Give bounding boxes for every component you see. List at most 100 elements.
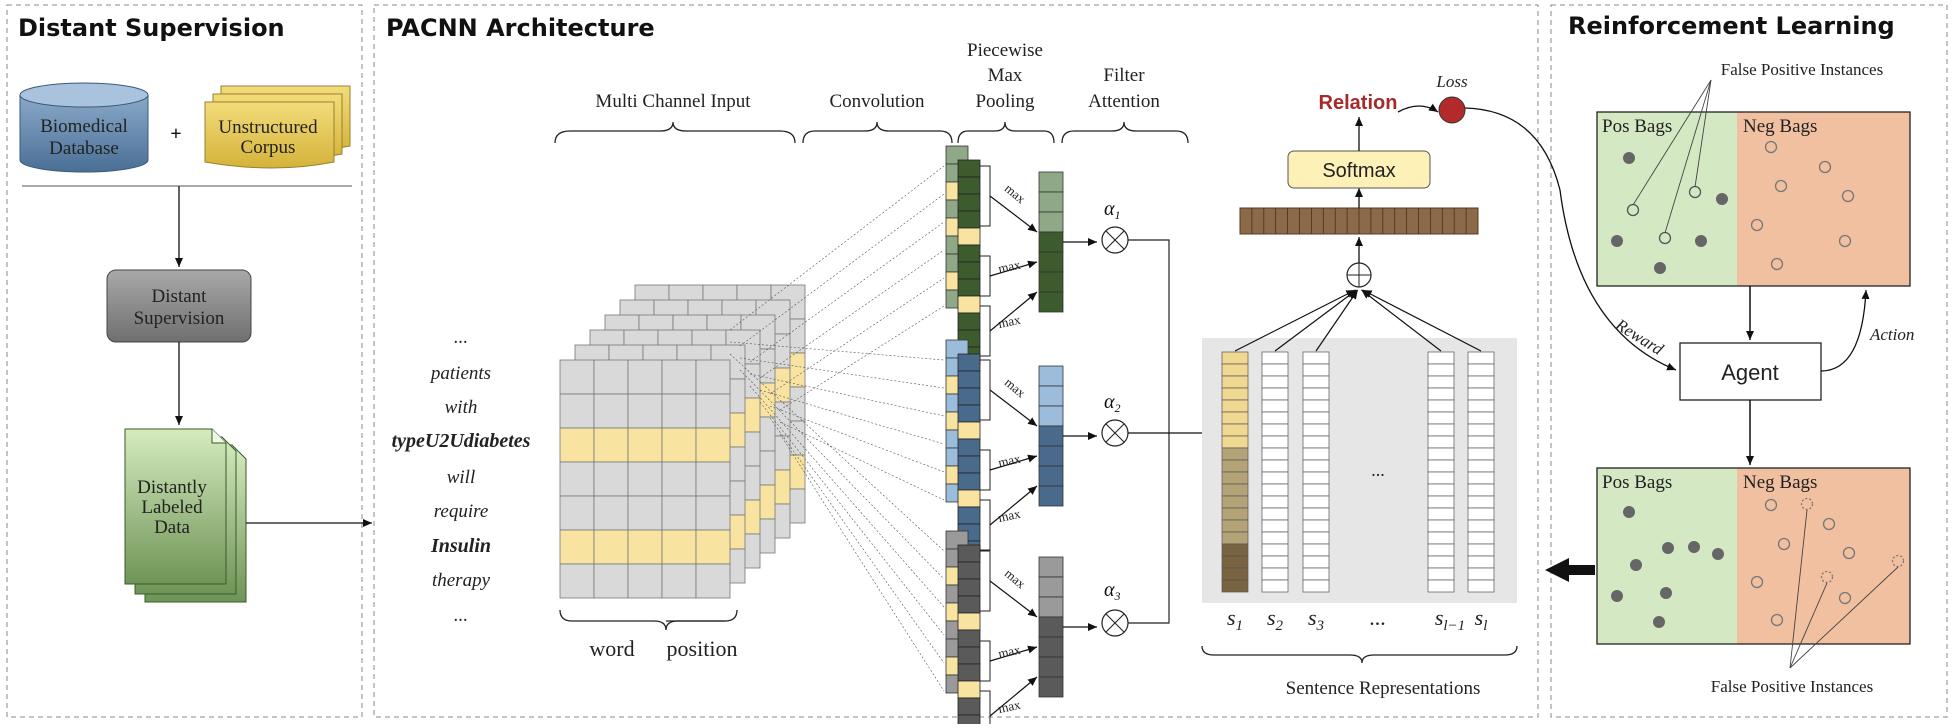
rep-cell [1427, 531, 1455, 545]
rep-cell [1467, 435, 1495, 449]
feature-cell [957, 680, 981, 699]
data-label-3: Data [154, 517, 190, 538]
rep-cell [1261, 531, 1289, 545]
max-label: max [997, 451, 1023, 470]
negative-instance [1841, 189, 1855, 203]
feature-cell [957, 404, 981, 423]
false-positive-instance [1626, 203, 1640, 217]
rep-cell [1467, 543, 1495, 557]
data-label-2: Labeled [141, 497, 203, 518]
max-arrow [989, 291, 1038, 332]
feature-cell [957, 261, 981, 280]
rep-to-sum-arrow [1274, 289, 1357, 352]
rep-to-sum-arrow [1315, 289, 1359, 352]
section-title-distant: Distant Supervision [18, 14, 285, 42]
feature-cell [957, 646, 981, 665]
positive-instance [1611, 590, 1623, 602]
feature-cell [957, 227, 981, 246]
rep-cell [1467, 411, 1495, 425]
bags-bottom-frame [1596, 467, 1911, 645]
max-arrow [989, 676, 1038, 717]
max-arrow [989, 580, 1038, 618]
rep-cell [1261, 411, 1289, 425]
pooled-cell [1038, 405, 1064, 427]
rep-cell [1261, 375, 1289, 389]
conv-link [739, 193, 945, 347]
relation-label: Relation [1319, 92, 1398, 114]
label-fa-1: Filter [1103, 65, 1145, 86]
conv-link [769, 405, 945, 473]
max-label: max [1002, 566, 1029, 592]
rep-cell [1467, 423, 1495, 437]
positive-instance [1662, 542, 1674, 554]
input-cell [627, 393, 663, 429]
label-pmp-1: Piecewise [967, 40, 1043, 61]
rep-cell [1302, 507, 1330, 521]
max-arrow [989, 454, 1038, 471]
rep-cell [1467, 363, 1495, 377]
positive-instance [1688, 541, 1700, 553]
negative-instance [1822, 517, 1836, 531]
rep-cell [1221, 507, 1249, 521]
sentence-word: with [445, 397, 478, 418]
feature-cell [957, 578, 981, 597]
distant-supervision-box: Distant Supervision [106, 269, 252, 343]
rep-cell [1221, 423, 1249, 437]
corpus-label-2: Corpus [241, 137, 296, 158]
pooled-cell [1038, 291, 1064, 313]
rep-cell [1221, 555, 1249, 569]
rep-cell [1302, 555, 1330, 569]
rep-cell [1261, 483, 1289, 497]
max-bracket [980, 690, 991, 728]
rep-cell [1221, 363, 1249, 377]
conv-link [779, 433, 945, 692]
plus-sign: + [170, 123, 181, 145]
arrow-to-loss [1397, 103, 1439, 113]
rep-cell [1302, 459, 1330, 473]
positive-instance [1654, 262, 1666, 274]
rep-cell [1427, 399, 1455, 413]
rep-cell [1467, 387, 1495, 401]
rep-cell [1261, 363, 1289, 377]
agent-label: Agent [1721, 360, 1779, 385]
rep-cell [1467, 471, 1495, 485]
negative-instance [1777, 537, 1791, 551]
aggregation [1234, 237, 1482, 352]
rep-cell [1427, 351, 1455, 365]
input-cell [559, 563, 595, 599]
input-cell [593, 359, 629, 395]
positive-instance [1716, 193, 1728, 205]
neg-bags-top-label: Neg Bags [1743, 116, 1817, 137]
false-positive-instance [1688, 185, 1702, 199]
rep-cell [1467, 459, 1495, 473]
input-cell [695, 393, 731, 429]
negative-instance [1764, 140, 1778, 154]
pooled-cell [1038, 485, 1064, 507]
rep-to-sum-arrow [1234, 289, 1356, 352]
input-cell [627, 359, 663, 395]
action-label: Action [1869, 325, 1914, 344]
rep-cell [1427, 495, 1455, 509]
feature-cell [957, 387, 981, 406]
rep-cell [1302, 543, 1330, 557]
rep-cell [1221, 399, 1249, 413]
positive-instance [1623, 506, 1635, 518]
bags-top-frame [1596, 111, 1911, 287]
rep-cell [1221, 447, 1249, 461]
conv-link [779, 305, 945, 411]
rep-cell [1261, 399, 1289, 413]
input-cell [559, 359, 595, 395]
rep-cell [1302, 567, 1330, 581]
label-fa-2: Attention [1088, 91, 1160, 112]
feature-cell [957, 278, 981, 297]
instances-top [1611, 79, 1855, 274]
rep-cell [1467, 351, 1495, 365]
rep-to-sum-arrow [1361, 289, 1442, 352]
input-cell [695, 495, 731, 531]
fp-pointer [1632, 79, 1712, 206]
input-cell [559, 461, 595, 497]
input-cell [559, 427, 595, 463]
negative-instance [1770, 613, 1784, 627]
fp-pointer [1664, 79, 1712, 234]
